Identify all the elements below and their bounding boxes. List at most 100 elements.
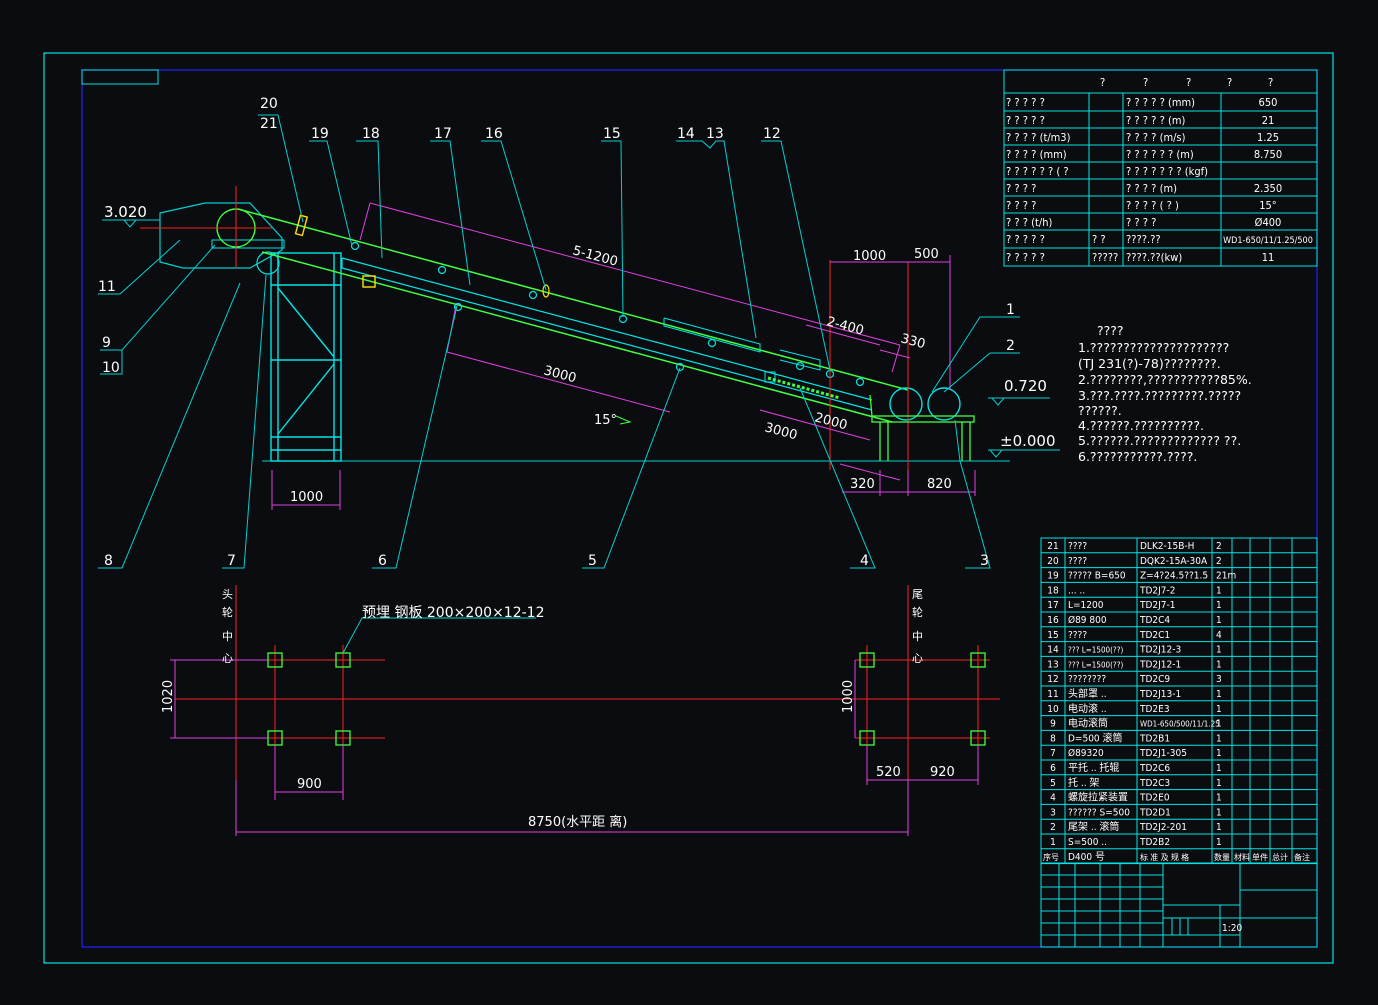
spec-cell: ? ? ? ? ( ? ) [1126, 199, 1179, 212]
spec-cell: ? ? ? ? [1006, 199, 1036, 212]
dim-1020: 1020 [161, 680, 176, 713]
bom-cell: 平托 .. 托辊 [1068, 761, 1119, 774]
bom-cell: 18 [1047, 585, 1059, 596]
part-label-20: 20 [260, 96, 278, 112]
part-label-9: 9 [102, 335, 111, 351]
bom-cell: ????? B=650 [1068, 571, 1126, 582]
take-up-device [767, 376, 841, 400]
bom-cell: 1 [1216, 748, 1222, 759]
spec-cell: ? ? ? ? ? ? ( ? [1006, 165, 1069, 178]
spec-cell: ????.??(kw) [1126, 251, 1182, 264]
dim-2000: 2000 [813, 410, 849, 433]
head-frame-plate [211, 239, 285, 249]
bom-cell: 21m [1216, 571, 1236, 582]
idlers [350, 241, 865, 387]
spec-cell: 1.25 [1257, 131, 1279, 144]
bom-cell: 4 [1216, 630, 1222, 641]
part-label-17: 17 [434, 126, 452, 142]
bom-cell: 1 [1216, 837, 1222, 848]
elevation-tail: 0.720 [1004, 377, 1047, 395]
notes-line-3: 2.????????,???????????85%. [1078, 372, 1252, 387]
part-label-1: 1 [1006, 302, 1015, 318]
spec-cell: ? ? ? ? [1006, 182, 1036, 195]
part-label-16: 16 [485, 126, 503, 142]
belt-lower [261, 251, 893, 423]
bom-footer-cell: 数量 [1214, 852, 1230, 862]
bom-cell: 1 [1216, 763, 1222, 774]
bom-cell: ???? [1068, 630, 1087, 641]
bom-cell: 4 [1050, 793, 1056, 804]
notes-title: ???? [1097, 323, 1124, 338]
bom-cell: 15 [1047, 630, 1058, 641]
spec-table: ? ? ? ? ? ? ? ? ? ?? ? ? ? ? (mm)650? ? … [1003, 69, 1318, 267]
notes-line-7: 5.??????.????????????? ??. [1078, 433, 1241, 448]
stringer-top [341, 257, 873, 401]
spec-cell: 8.750 [1254, 148, 1282, 161]
spec-cell: Ø400 [1255, 216, 1282, 229]
bom-cell: Ø89320 [1068, 747, 1104, 759]
notes-line-5: ??????. [1078, 403, 1122, 418]
tail-frame [869, 394, 975, 461]
bom-cell: 1 [1216, 719, 1222, 730]
spec-cell: ? ? ? ? ? ? (m) [1126, 148, 1194, 161]
bend-pulley [256, 251, 280, 275]
bom-cell: TD2C1 [1139, 630, 1170, 641]
dim-angle: 15° [594, 413, 617, 428]
part-label-18: 18 [362, 126, 380, 142]
bom-cell: 托 .. 架 [1068, 776, 1099, 789]
stringer-bottom [341, 267, 873, 411]
bom-cell: WD1-650/500/11/1.25 [1140, 720, 1220, 729]
spec-cell: ? ? ? ? ? [1006, 251, 1045, 264]
bom-cell: 1 [1216, 822, 1222, 833]
bom-cell: 1 [1216, 704, 1222, 715]
head-center-label-4: 心 [222, 652, 233, 665]
bom-cell: 螺旋拉紧装置 [1068, 791, 1128, 804]
bom-cell: 1 [1216, 600, 1222, 611]
bom-cell: TD2C3 [1139, 778, 1170, 789]
belt-upper [237, 208, 909, 391]
bom-cell: ???? [1068, 556, 1087, 567]
part-label-4: 4 [860, 553, 869, 569]
part-label-13: 13 [706, 126, 724, 142]
elevation-ground: ±0.000 [1000, 432, 1056, 450]
bom-footer-cell: 总计 [1272, 852, 1288, 862]
bom-cell: 头部罩 .. [1068, 687, 1107, 700]
bom-cell: DQK2-15A-30A [1140, 556, 1208, 567]
part-label-21: 21 [260, 116, 278, 132]
bom-cell: 电动滚 .. [1068, 702, 1107, 715]
bom-cell: 13 [1047, 659, 1058, 670]
bom-footer-cell: 备注 [1294, 852, 1310, 862]
dim-900: 900 [297, 777, 322, 792]
dim-belt-length: 5-1200 [571, 243, 619, 269]
bom-cell: TD2J13-1 [1139, 689, 1181, 700]
spec-cell: ? ? ? ? ? (mm) [1126, 96, 1195, 109]
leader-lines [98, 114, 1020, 569]
head-center-label-2: 轮 [222, 605, 233, 619]
bom-cell: 1 [1216, 659, 1222, 670]
bom-cell: ???????? [1068, 674, 1106, 685]
bom-cell: 1 [1216, 689, 1222, 700]
head-support-tower [270, 252, 342, 462]
notes-line-2: (TJ 231(?)-78)????????. [1078, 356, 1221, 371]
bom-cell: 2 [1050, 822, 1056, 833]
bom-cell: 11 [1047, 689, 1058, 700]
dim-320: 320 [850, 477, 875, 492]
notes-line-4: 3.???.????.?????????.????? [1078, 388, 1241, 403]
spec-cell: ? ? ? ? ? ? ? (kgf) [1126, 165, 1208, 178]
bom-cell: 21 [1047, 541, 1058, 552]
spec-cell: 15° [1259, 199, 1277, 212]
bom-footer-cell: 单件 [1252, 852, 1268, 862]
bom-cell: 6 [1050, 763, 1056, 774]
notes-line-1: 1.????????????????????? [1078, 340, 1229, 355]
head-hood [159, 202, 283, 269]
bom-cell: TD2B1 [1139, 733, 1170, 744]
spec-header-1: ? [1100, 76, 1105, 89]
tail-center-label-3: 中 [912, 630, 923, 643]
dim-1000-top: 1000 [853, 249, 886, 264]
spec-cell: ? ? ? ? ? (m) [1126, 114, 1185, 127]
spec-header-3: ? [1186, 76, 1191, 89]
bom-cell: Ø89 800 [1068, 614, 1107, 626]
part-label-3: 3 [980, 553, 989, 569]
bom-cell: 16 [1047, 615, 1059, 626]
bom-cell: 1 [1216, 615, 1222, 626]
